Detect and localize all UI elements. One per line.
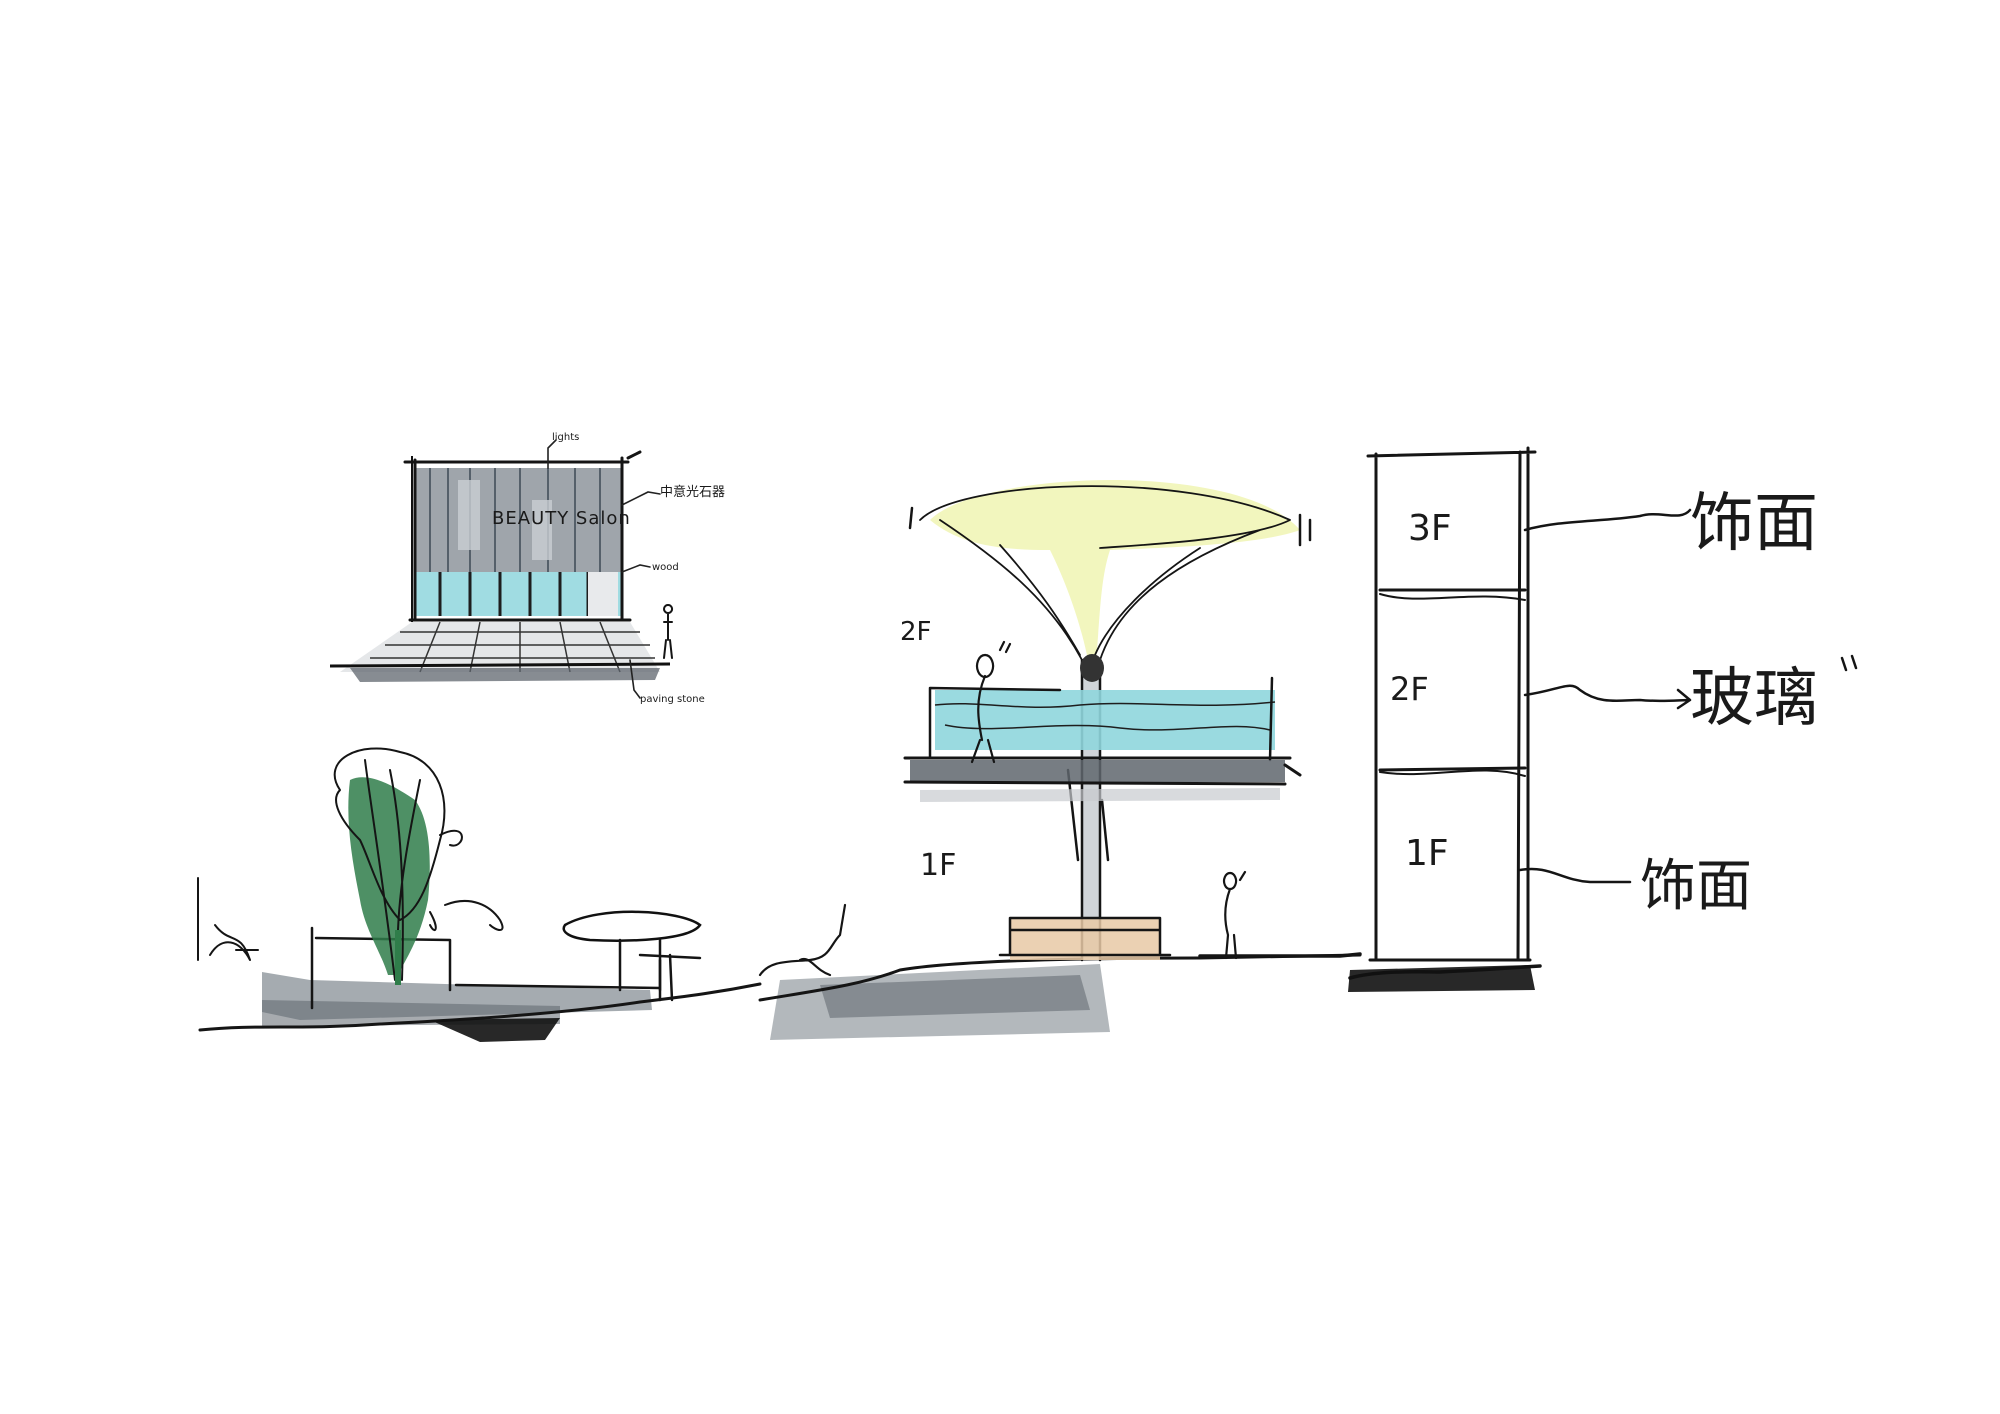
facade-elevation: BEAUTY Salon lights 中意光石器 wood paving st… [329, 432, 725, 705]
low-wall-scribble [197, 877, 259, 961]
facade-light-panels [532, 500, 552, 560]
pavilion-column-outline [1066, 658, 1110, 962]
tower-floor-2f: 2F [1390, 670, 1429, 708]
tower-floor-1f: 1F [1405, 833, 1449, 874]
tower-leader-bottom [1518, 867, 1632, 884]
facade-note-stone: 中意光石器 [660, 484, 725, 500]
pavilion-base-wood [1010, 918, 1160, 960]
tower-base-shadow [1348, 965, 1535, 992]
facade-light-panels [458, 480, 480, 550]
facade-door-panel [588, 572, 618, 616]
tower-callout-middle: 玻璃 [1690, 662, 1818, 736]
facade-sign: BEAUTY Salon [492, 508, 631, 529]
column-joint [1080, 654, 1104, 682]
facade-leader-bottom [629, 659, 641, 699]
pavilion-label-1f: 1F [920, 848, 956, 883]
canopy-rim [908, 506, 1312, 547]
pavilion-section: 2F 1F [900, 480, 1312, 962]
ground-shadow-left [430, 1018, 560, 1042]
small-canopy [562, 910, 702, 942]
pavilion-label-2f: 2F [900, 617, 932, 647]
tower-section: 3F 2F 1F 饰面 玻璃 饰面 [1366, 446, 1858, 962]
ground-person [1223, 870, 1247, 960]
facade-leader-top [547, 439, 557, 469]
facade-paving-lines [370, 621, 655, 673]
facade-note-paving: paving stone [640, 694, 705, 705]
canopy-funnel [930, 480, 1300, 660]
tower-leader-top [1523, 508, 1692, 532]
pavilion-base-outline [998, 916, 1172, 957]
deck-person [970, 640, 1012, 764]
ground-baseline-left [198, 982, 762, 1032]
tower-outline [1366, 446, 1537, 962]
tower-callout-quote-marks [1840, 654, 1858, 672]
tree [333, 747, 504, 985]
facade-ground-shadow [350, 668, 660, 682]
facade-paving [340, 622, 660, 672]
deck-slab [910, 760, 1285, 782]
tree-foliage-green [348, 777, 430, 975]
facade-frame [403, 450, 642, 622]
tree-swirls [429, 829, 504, 932]
facade-person-figure [663, 604, 674, 659]
tree-scribble [333, 747, 446, 981]
tower-callout-top: 饰面 [1690, 487, 1818, 561]
deck-glass-railing [935, 690, 1275, 750]
middle-ground-dark [820, 975, 1090, 1018]
facade-leader-right [621, 491, 661, 506]
facade-note-wood: wood [652, 562, 679, 573]
ramp-scribble [758, 903, 847, 977]
small-canopy-legs [618, 938, 702, 992]
facade-note-lights: lights [552, 432, 579, 443]
facade-leader-middle [621, 564, 651, 573]
tower-floor-3f: 3F [1408, 508, 1452, 549]
under-deck-hatch [920, 788, 1280, 802]
tower-callout-bottom: 饰面 [1640, 854, 1752, 919]
deck-railing-outline [928, 676, 1274, 762]
tower-floor-waves [1379, 593, 1526, 777]
tower-leader-middle [1523, 684, 1692, 710]
canopy-outline [919, 485, 1291, 661]
deck-slab-outline [903, 756, 1302, 786]
ground-section [197, 747, 1542, 1042]
